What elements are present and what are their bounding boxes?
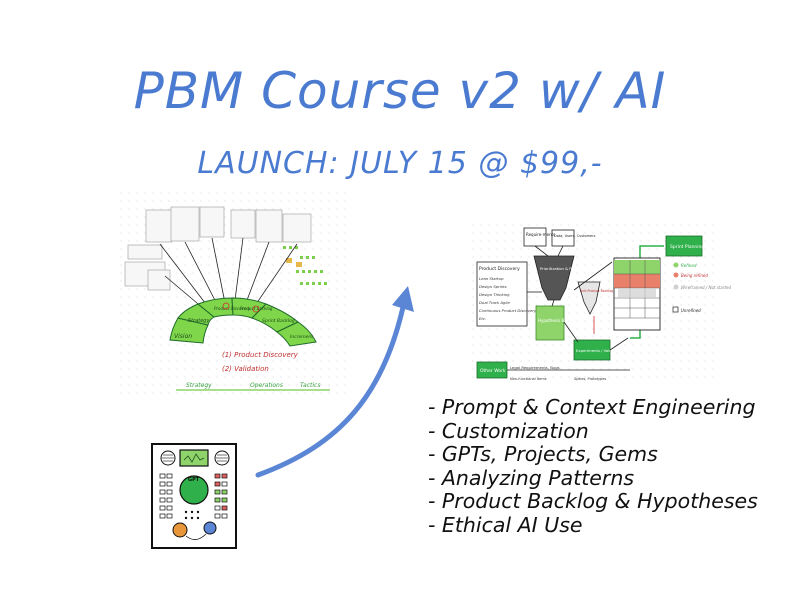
list-item: Etc. xyxy=(479,316,486,321)
speaker-right-icon xyxy=(214,450,230,466)
blue-knob-icon xyxy=(203,521,217,535)
other-work-box: Other Work xyxy=(480,368,506,374)
box-data-users: Data, Users, Customers xyxy=(554,234,596,238)
legend-validation: (2) Validation xyxy=(222,365,269,373)
list-item: - Analyzing Patterns xyxy=(428,465,635,490)
list-item: - Prompt & Context Engineering xyxy=(428,395,756,419)
thumbnail-cards xyxy=(124,206,312,291)
left-diagram: Vision Strategy Product Discovery Produc… xyxy=(118,192,348,399)
launch-subtitle: LAUNCH: JULY 15 @ $99,- xyxy=(197,146,603,181)
note-spikes: Spikes, Prototypes xyxy=(574,377,606,381)
box-requirements: Require-ments xyxy=(526,232,555,237)
list-item: Continuous Product Discovery xyxy=(479,308,537,313)
bottom-label-tactics: Tactics xyxy=(300,382,320,389)
segment-label-increment: Increment xyxy=(290,334,313,340)
right-diagram: Require-ments Data, Users, Customers Pro… xyxy=(470,222,732,382)
state-not-started: Wireframed / Not started xyxy=(681,285,732,290)
list-item: - Ethical AI Use xyxy=(428,512,583,537)
blue-arrow xyxy=(255,286,414,478)
sprint-planning-box: Sprint Planning xyxy=(670,244,704,250)
list-item: Design Sprints xyxy=(479,284,507,289)
speaker-left-icon xyxy=(160,450,176,466)
segment-label-discovery: Product Discovery xyxy=(214,306,251,311)
segment-increment xyxy=(276,321,317,347)
segment-label-sprint: Sprint Backlog xyxy=(262,318,295,324)
note-nonfunctional: Non-functional Items xyxy=(510,377,547,381)
anti-backlog: Anti-Product Backlog xyxy=(580,289,613,293)
funnel-label: Prioritization & Product Vision xyxy=(540,266,597,271)
gpt-label: GPT xyxy=(188,477,200,483)
device-sketch: GPT xyxy=(151,443,237,549)
funnel xyxy=(533,255,575,301)
list-item: - Customization xyxy=(428,418,589,443)
state-unrefined: Unrefined xyxy=(681,308,701,313)
segment-label-strategy: Strategy xyxy=(188,318,210,324)
experiments-box: Experiments / Validation xyxy=(576,348,623,353)
list-item: - GPTs, Projects, Gems xyxy=(428,442,658,466)
list-item: Design Thinking xyxy=(479,292,510,297)
segment-label-backlog: Product Backlog xyxy=(240,306,273,311)
bottom-label-strategy: Strategy xyxy=(186,382,212,389)
legend-discovery: (1) Product Discovery xyxy=(222,351,299,359)
gpt-button xyxy=(179,475,209,505)
page-title: PBM Course v2 w/ AI xyxy=(133,62,667,120)
bottom-label-operations: Operations xyxy=(250,382,283,389)
note-legal: Legal Requirements, Bugs xyxy=(510,365,560,370)
hypotheses-box: Hypothesis Backlog xyxy=(538,318,578,323)
state-being-refined: Being refined xyxy=(681,273,708,278)
list-item: Dual Track Agile xyxy=(479,300,510,305)
state-refined: Refined xyxy=(681,263,697,268)
list-item: Lean Startup xyxy=(479,276,504,281)
list-item: - Product Backlog & Hypotheses xyxy=(428,489,758,513)
orange-knob-icon xyxy=(172,522,188,538)
list-title: Product Discovery xyxy=(479,266,520,272)
feature-list: - Prompt & Context Engineering - Customi… xyxy=(428,395,788,537)
segment-label-vision: Vision xyxy=(174,333,192,340)
